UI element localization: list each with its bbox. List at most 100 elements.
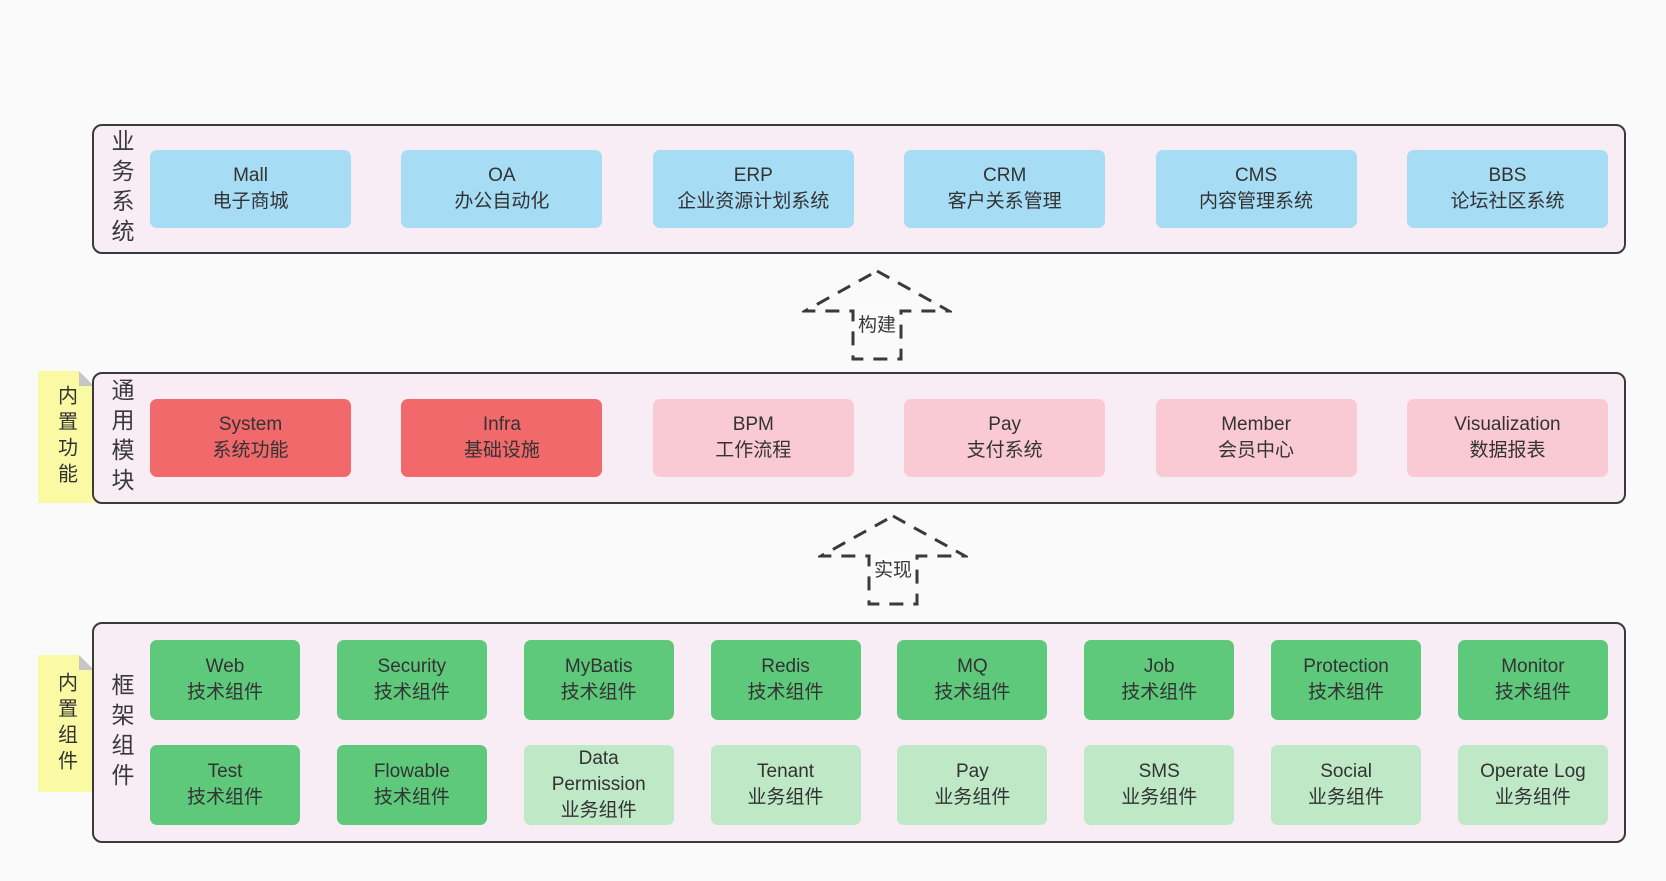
panel-business-systems: 业务系统 Mall 电子商城 OA 办公自动化 ERP 企业资源计划系统 CRM…: [92, 124, 1626, 254]
node-subtitle: 业务组件: [1308, 787, 1385, 808]
node-subtitle: 电子商城: [212, 191, 289, 212]
node-sms: SMS 业务组件: [1084, 745, 1235, 825]
node-member: Member 会员中心: [1155, 399, 1357, 477]
node-subtitle: 支付系统: [966, 440, 1043, 461]
node-flowable: Flowable 技术组件: [336, 745, 487, 825]
sticky-note-text: 内置组件: [54, 671, 77, 776]
arrow-build: 构建: [799, 268, 955, 362]
node-subtitle: 业务组件: [560, 800, 637, 821]
sticky-note-built-in-features: 内置功能: [38, 371, 94, 503]
node-mall: Mall 电子商城: [150, 150, 351, 228]
node-title: Flowable: [373, 761, 450, 782]
node-subtitle: 技术组件: [560, 682, 637, 703]
component-row-2: Test 技术组件 Flowable 技术组件 Data Permission …: [150, 745, 1608, 825]
node-oa: OA 办公自动化: [401, 150, 603, 228]
node-subtitle: 技术组件: [373, 787, 450, 808]
node-subtitle: 业务组件: [1494, 787, 1571, 808]
sticky-note-text: 内置功能: [54, 385, 77, 489]
arrow-label: 构建: [854, 310, 900, 337]
node-subtitle: 内容管理系统: [1199, 191, 1314, 212]
node-subtitle: 技术组件: [1308, 682, 1385, 703]
node-title: System: [218, 414, 283, 435]
node-test: Test 技术组件: [150, 745, 300, 825]
node-subtitle: 基础设施: [463, 440, 540, 461]
node-erp: ERP 企业资源计划系统: [652, 150, 854, 228]
node-visualization: Visualization 数据报表: [1406, 399, 1608, 477]
node-title: CRM: [983, 165, 1027, 186]
node-subtitle: 技术组件: [373, 682, 450, 703]
node-title: MQ: [957, 656, 988, 677]
node-subtitle: 办公自动化: [454, 191, 550, 212]
node-subtitle: 论坛社区系统: [1450, 191, 1565, 212]
node-title: CMS: [1234, 165, 1278, 186]
node-job: Job 技术组件: [1084, 640, 1235, 720]
node-redis: Redis 技术组件: [710, 640, 861, 720]
node-title: SMS: [1138, 761, 1180, 782]
node-pay-business: Pay 业务组件: [897, 745, 1048, 825]
node-subtitle: 业务组件: [747, 787, 824, 808]
node-infra: Infra 基础设施: [401, 399, 603, 477]
node-pay: Pay 支付系统: [904, 399, 1106, 477]
node-title: Monitor: [1501, 656, 1565, 677]
node-tenant: Tenant 业务组件: [710, 745, 861, 825]
node-subtitle: 工作流程: [715, 440, 792, 461]
node-data-permission: Data Permission 业务组件: [523, 745, 674, 825]
node-system: System 系统功能: [150, 399, 351, 477]
node-title: Member: [1221, 414, 1291, 435]
panel-nodes: Web 技术组件 Security 技术组件 MyBatis 技术组件 Redi…: [148, 624, 1624, 841]
panel-framework-components: 框架组件 Web 技术组件 Security 技术组件 MyBatis 技术组件…: [92, 622, 1626, 843]
node-subtitle: 技术组件: [186, 682, 263, 703]
node-subtitle: 业务组件: [934, 787, 1011, 808]
node-title: Social: [1320, 761, 1372, 782]
node-monitor: Monitor 技术组件: [1457, 640, 1608, 720]
node-title: Infra: [482, 414, 521, 435]
node-web: Web 技术组件: [150, 640, 300, 720]
node-title: Operate Log: [1480, 761, 1586, 782]
component-row-1: Web 技术组件 Security 技术组件 MyBatis 技术组件 Redi…: [150, 640, 1608, 720]
node-title: Security: [377, 656, 447, 677]
node-subtitle: 技术组件: [1121, 682, 1198, 703]
node-subtitle: 数据报表: [1469, 440, 1546, 461]
node-protection: Protection 技术组件: [1271, 640, 1422, 720]
panel-label: 框架组件: [108, 672, 134, 793]
node-title: Pay: [956, 761, 989, 782]
node-crm: CRM 客户关系管理: [904, 150, 1106, 228]
node-subtitle: 企业资源计划系统: [677, 191, 830, 212]
node-cms: CMS 内容管理系统: [1155, 150, 1357, 228]
node-title: OA: [488, 165, 516, 186]
node-security: Security 技术组件: [336, 640, 487, 720]
sticky-note-built-in-components: 内置组件: [38, 655, 94, 792]
node-title: Mall: [233, 165, 268, 186]
node-subtitle: 会员中心: [1218, 440, 1295, 461]
node-subtitle: 技术组件: [747, 682, 824, 703]
node-title: BBS: [1488, 165, 1527, 186]
node-title: Redis: [761, 656, 810, 677]
node-title: Protection: [1303, 656, 1389, 677]
node-subtitle: 业务组件: [1121, 787, 1198, 808]
node-subtitle: 技术组件: [1494, 682, 1571, 703]
node-subtitle: 技术组件: [186, 787, 263, 808]
node-subtitle: 系统功能: [212, 440, 289, 461]
node-bbs: BBS 论坛社区系统: [1406, 150, 1608, 228]
node-title: ERP: [733, 165, 773, 186]
node-title: Job: [1143, 656, 1175, 677]
panel-nodes: System 系统功能 Infra 基础设施 BPM 工作流程 Pay 支付系统…: [148, 374, 1624, 502]
node-title: MyBatis: [564, 656, 633, 677]
node-title: Test: [207, 761, 243, 782]
panel-label: 业务系统: [108, 129, 134, 249]
panel-label: 通用模块: [108, 378, 134, 498]
node-title: Data Permission: [551, 748, 646, 795]
node-title: Visualization: [1454, 414, 1561, 435]
node-title: BPM: [732, 414, 774, 435]
panel-nodes: Mall 电子商城 OA 办公自动化 ERP 企业资源计划系统 CRM 客户关系…: [148, 126, 1624, 252]
panel-common-modules: 通用模块 System 系统功能 Infra 基础设施 BPM 工作流程 Pay…: [92, 372, 1626, 504]
node-title: Web: [205, 656, 245, 677]
node-mq: MQ 技术组件: [897, 640, 1048, 720]
node-subtitle: 技术组件: [934, 682, 1011, 703]
node-social: Social 业务组件: [1271, 745, 1422, 825]
node-subtitle: 客户关系管理: [947, 191, 1062, 212]
node-operate-log: Operate Log 业务组件: [1457, 745, 1608, 825]
arrow-implement: 实现: [815, 513, 971, 607]
node-mybatis: MyBatis 技术组件: [523, 640, 674, 720]
